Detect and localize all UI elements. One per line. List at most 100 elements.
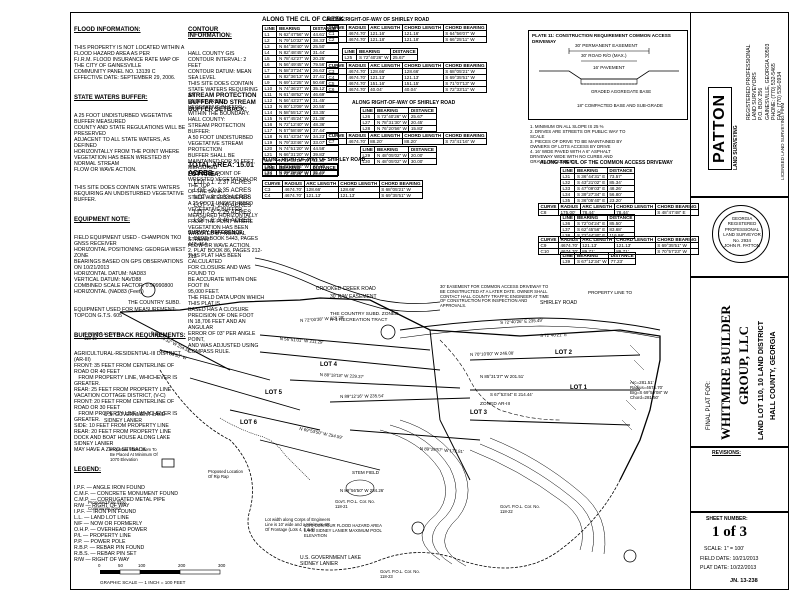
- seal-block: [690, 197, 789, 277]
- table-cell: 77.23': [608, 258, 637, 265]
- equipment-line: HORIZONTAL DATUM: NAD83: [74, 271, 146, 277]
- table-cell: 25.67': [390, 54, 419, 61]
- flood-line: F.I.R.M. FLOOD INSURANCE RATE MAP OF THE…: [74, 57, 181, 69]
- legend-item: I.P.F. — IRON PIN FOUND: [74, 509, 137, 515]
- client-block: [690, 277, 789, 447]
- contour-line: OF THE BANK.: [188, 189, 224, 195]
- table-cell: 4674.70': [346, 36, 369, 43]
- pavement-label: 16' PAVEMENT: [593, 65, 625, 70]
- table-header-cell: DISTANCE: [606, 167, 635, 174]
- plat-closure-line: ERROR OF 03" PER ANGLE POINT,: [188, 331, 257, 343]
- table-cell: S 47°09'03" E: [574, 185, 608, 192]
- table-cell: L25: [261, 170, 278, 177]
- permanent-easement-label: 30' PERMANENT EASEMENT: [575, 43, 638, 48]
- table-header-cell: ARC LENGTH: [367, 62, 403, 69]
- table-header-cell: ARC LENGTH: [367, 24, 403, 31]
- govt-corner-2: Gov't. P.O.L. Cor. No. 118-21: [335, 499, 376, 509]
- rip-rap-label: Proposed Location Of Rip Rap: [208, 469, 245, 479]
- table-header-cell: ARC LENGTH: [579, 203, 615, 210]
- equipment-lines: FIELD EQUIPMENT USED - CHAMPION TKO GNSS…: [74, 235, 186, 295]
- legend-item: L.L. — LAND LOT LINE: [74, 515, 129, 521]
- sheet-number-title: SHEET NUMBER:: [706, 516, 748, 522]
- lot4-label: LOT 4: [320, 362, 338, 368]
- bearing-label: N 89°56'50" W 284.26': [340, 488, 385, 493]
- legend-item: P/L — PROPERTY LINE: [74, 533, 131, 539]
- legend-item: N/F — NOW OR FORMERLY: [74, 521, 143, 527]
- govt-corner-4: Gov't. P.O.L. Cor. No. 118-23: [380, 569, 421, 579]
- land-lot-info: LAND LOT 110, 10 LAND DISTRICT: [756, 320, 765, 440]
- revisions-title: REVISIONS:: [712, 450, 741, 456]
- legend-item: I.P.F. — ANGLE IRON FOUND: [74, 485, 145, 491]
- table-cell: S 72°33'11" W: [442, 86, 488, 93]
- survey-reference-item: 1. DEED BOOK 5443, PAGES 448-464: [188, 236, 260, 248]
- table-header-cell: LINE: [559, 214, 576, 221]
- table-cell: N 62°47'56" W: [276, 31, 312, 38]
- table-cell: C7: [326, 138, 347, 145]
- table-cell: 121.13': [303, 192, 339, 199]
- lot5-label: LOT 5: [265, 390, 283, 396]
- flood-lines: THIS PROPERTY IS NOT LOCATED WITHIN A FL…: [74, 45, 186, 81]
- lot-area-item: LOT - 4: 2.00 ACRES: [194, 202, 252, 209]
- equipment-note: EQUIPMENT USED FOR MEASUREMENT: TOPCON G…: [74, 307, 178, 319]
- table-cell: S 72°40'26" W: [374, 113, 410, 120]
- table-header-cell: CHORD BEARING: [378, 180, 424, 187]
- govt-corner-3: Gov't. P.O.L. Cor. No. 118-22: [500, 504, 541, 514]
- table-cell: C2: [326, 36, 347, 43]
- table-cell: 40.04': [401, 86, 444, 93]
- flood-line: EFFECTIVE DATE: SEPTEMBER 29, 2006.: [74, 75, 176, 81]
- lot-area-item: LOT - 3: 2.03 ACRES: [194, 195, 252, 202]
- plat-closure-line: THE FIELD DATA UPON WHICH THIS PLAT IS: [188, 295, 266, 307]
- lot1-label: LOT 1: [570, 385, 588, 391]
- setback-line: DOCK AND BOAT HOUSE ALONG LAKE SIDNEY LA…: [74, 435, 172, 447]
- plat-closure-line: AND WAS ADJUSTED USING COMPASS RULE.: [188, 343, 260, 355]
- table-header-cell: DISTANCE: [408, 107, 437, 114]
- table-cell: S 72°40'26" W: [276, 170, 312, 177]
- plat-closure-line: 95,000 FEET.: [188, 289, 220, 295]
- table-cell: 4674.70': [346, 138, 369, 145]
- subgrade-note: 18" COMPACTED BASE AND SUB-GRADE: [577, 103, 663, 108]
- state-waters-line: HORIZONTALLY FROM THE POINT WHERE: [74, 149, 180, 155]
- driveway-note-line: GRAVEL SHOULDERS: [530, 159, 576, 164]
- equipment-line: FIELD EQUIPMENT USED - CHAMPION TKO GNSS…: [74, 235, 183, 247]
- lot6-label: LOT 6: [240, 420, 258, 426]
- table-cell: L39: [559, 258, 576, 265]
- table-cell: N 81°43'34" W: [276, 133, 312, 140]
- table-cell: 121.13': [337, 192, 380, 199]
- table-header-cell: RADIUS: [346, 132, 369, 139]
- equipment-line: HORIZONTAL POSITIONING: GEORGIA WEST ZON…: [74, 247, 187, 259]
- table-header-cell: LINE: [341, 48, 358, 55]
- seal-line: JOHN R. PATTON: [724, 243, 760, 249]
- state-waters-line: VEGETATION HAS BEEN WRESTED BY NORMAL ST…: [74, 155, 172, 167]
- scale-tick-label: 300: [218, 563, 226, 568]
- contour-line: HALL COUNTY:: [188, 117, 226, 123]
- survey-reference-title: SURVEY REFERENCE:: [188, 230, 245, 236]
- state-waters-note: THIS SITE DOES CONTAIN STATE WATERS REQU…: [74, 185, 186, 203]
- table-cell: N 58°37'24" W: [276, 67, 312, 74]
- us-government-label: U.S. GOVERNMENT LAKE SIDNEY LANIER: [104, 412, 167, 424]
- table-header-cell: CHORD BEARING: [442, 24, 488, 31]
- contour-line: CONTOUR INTERVAL: 2 FEET: [188, 57, 248, 69]
- table-header-cell: CHORD LENGTH: [613, 236, 656, 243]
- table-header-cell: CURVE: [538, 203, 559, 210]
- contour-line: FLOW OR WAVE ACTION.: [188, 243, 251, 249]
- table-header-cell: DISTANCE: [606, 214, 635, 221]
- contour-line: A 50 FOOT UNDISTURBED VEGETATIVE STREAM …: [188, 135, 255, 153]
- table-cell: N 74°51'20" W: [276, 145, 312, 152]
- table-cell: N 76°20'56" W: [374, 125, 410, 132]
- grade-note: GRADED AGGREGATE BASE: [591, 89, 652, 94]
- driveway-note-line: 2. DRIVES ARE STREETS OR PUBLIC WAY TO S…: [530, 129, 627, 139]
- row-table-title: ALONG RIGHT-OF-WAY OF SHIRLEY ROAD: [326, 17, 430, 23]
- table-cell: N 69°12'25" W: [276, 79, 312, 86]
